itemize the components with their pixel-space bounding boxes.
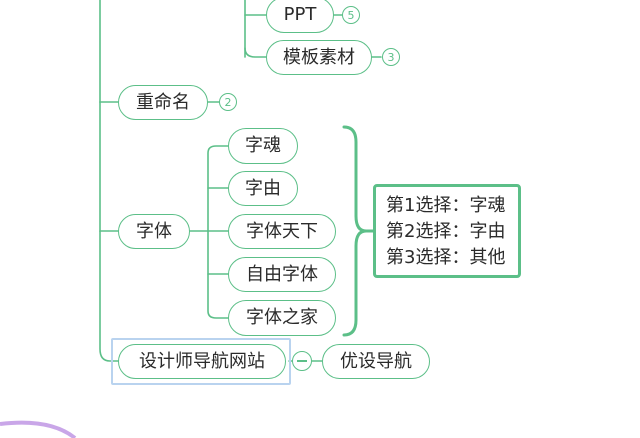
node-ppt[interactable]: PPT [266, 0, 334, 33]
selection-frame [111, 338, 291, 385]
node-nav-child[interactable]: 优设导航 [322, 344, 430, 379]
summary-brace [342, 125, 367, 337]
branch-template [244, 47, 268, 58]
node-label: 优设导航 [340, 350, 412, 372]
summary-line: 第3选择：其他 [386, 247, 506, 268]
node-font-child[interactable]: 字体天下 [228, 214, 336, 249]
summary-box[interactable]: 第1选择：字魂 第2选择：字由 第3选择：其他 [373, 184, 521, 278]
node-nav[interactable]: 设计师导航网站 [118, 344, 286, 379]
partial-node-edge [0, 420, 77, 438]
node-template[interactable]: 模板素材 [266, 40, 372, 75]
node-ppt-label: PPT [283, 4, 317, 25]
node-label: 自由字体 [246, 263, 318, 285]
collapse-toggle-icon[interactable] [292, 351, 312, 371]
node-font-child[interactable]: 字魂 [228, 128, 298, 164]
node-font-child[interactable]: 字由 [228, 171, 298, 206]
count-value: 3 [387, 50, 395, 64]
count-badge-rename[interactable]: 2 [219, 93, 237, 111]
node-template-label: 模板素材 [283, 46, 355, 68]
node-rename[interactable]: 重命名 [118, 85, 208, 120]
node-label: 字由 [245, 177, 281, 199]
node-nav-label: 设计师导航网站 [139, 350, 265, 372]
node-font-label: 字体 [136, 220, 172, 242]
node-label: 字体之家 [246, 307, 318, 328]
count-badge-ppt[interactable]: 5 [342, 6, 360, 24]
node-font[interactable]: 字体 [118, 214, 190, 249]
node-label: 字魂 [245, 135, 281, 156]
summary-line: 第2选择：字由 [386, 221, 506, 242]
node-rename-label: 重命名 [136, 91, 190, 113]
count-badge-template[interactable]: 3 [382, 48, 400, 66]
node-label: 字体天下 [246, 220, 318, 242]
node-font-child[interactable]: 字体之家 [228, 300, 336, 336]
summary-line: 第1选择：字魂 [386, 195, 506, 216]
branch-font [99, 101, 121, 232]
count-value: 5 [347, 8, 355, 22]
count-value: 2 [224, 95, 232, 109]
node-font-child[interactable]: 自由字体 [228, 257, 336, 292]
